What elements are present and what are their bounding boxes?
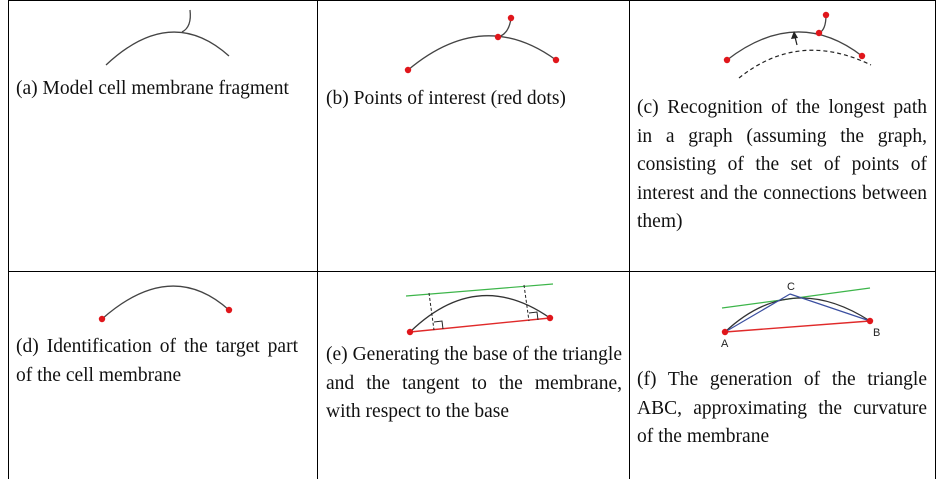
perpendicular-dashed [428, 292, 435, 331]
base-line [724, 320, 871, 333]
membrane-branch [497, 17, 512, 38]
vertex-b [866, 317, 874, 325]
panel-c-drawing [723, 11, 872, 79]
table-row-divider [8, 271, 936, 272]
triangle-side-cb [789, 293, 871, 322]
table-column-divider-1 [317, 0, 318, 479]
panel-c-caption: (c) Recognition of the longest path in a… [637, 97, 927, 232]
panel-d: (d) Identification of the target part of… [8, 272, 317, 479]
membrane-arc [726, 31, 863, 61]
base-endpoint [546, 314, 554, 322]
panel-e-drawing [405, 283, 554, 336]
panel-b-drawing [404, 14, 560, 74]
right-angle-marker [528, 311, 539, 321]
target-endpoint [225, 306, 233, 314]
table-column-divider-2 [629, 0, 630, 479]
point-of-interest [404, 66, 412, 74]
panel-c: (c) Recognition of the longest path in a… [629, 0, 935, 271]
tangent-line [405, 283, 554, 297]
table-top-border [8, 0, 936, 1]
membrane-arc [409, 294, 551, 333]
panel-e-caption: (e) Generating the base of the triangle … [326, 344, 622, 422]
panel-a-caption: (a) Model cell membrane fragment [16, 78, 289, 99]
vertex-a-label: A [721, 338, 729, 350]
panel-d-drawing [98, 285, 233, 323]
point-of-interest [822, 11, 830, 19]
vertex-c-label: C [787, 281, 795, 293]
point-of-interest [494, 33, 502, 41]
point-of-interest [815, 29, 823, 37]
panel-b: (b) Points of interest (red dots) [317, 0, 629, 271]
point-of-interest [507, 14, 515, 22]
panel-d-caption: (d) Identification of the target part of… [16, 336, 298, 386]
panel-b-caption: (b) Points of interest (red dots) [326, 88, 566, 109]
membrane-arc [105, 31, 230, 66]
right-angle-marker [433, 320, 444, 330]
vertex-b-label: B [873, 327, 880, 339]
point-of-interest [723, 56, 731, 64]
point-of-interest [552, 56, 560, 64]
panel-e: (e) Generating the base of the triangle … [317, 272, 629, 479]
panel-f-caption: (f) The generation of the triangle ABC, … [637, 369, 927, 447]
base-endpoint [406, 328, 414, 336]
table-right-border [935, 0, 936, 479]
perpendicular-dashed [523, 284, 530, 322]
membrane-arc [101, 285, 230, 320]
longest-path-dashed [738, 49, 872, 79]
target-endpoint [98, 315, 106, 323]
panel-f-drawing: A B C [721, 281, 880, 350]
table-left-border [8, 0, 9, 479]
panel-a: (a) Model cell membrane fragment [8, 0, 317, 271]
figure-table: (a) Model cell membrane fragment (b) Poi… [8, 0, 936, 479]
triangle-side-ac [724, 293, 791, 333]
base-line [409, 317, 551, 333]
membrane-arc [724, 297, 871, 333]
point-of-interest [858, 52, 866, 60]
panel-a-drawing [105, 9, 230, 66]
panel-f: A B C (f) The generation of the triangle… [629, 272, 935, 479]
membrane-arc [407, 35, 557, 71]
membrane-branch [181, 9, 191, 33]
path-arrowhead [791, 31, 798, 39]
vertex-a [721, 328, 729, 336]
